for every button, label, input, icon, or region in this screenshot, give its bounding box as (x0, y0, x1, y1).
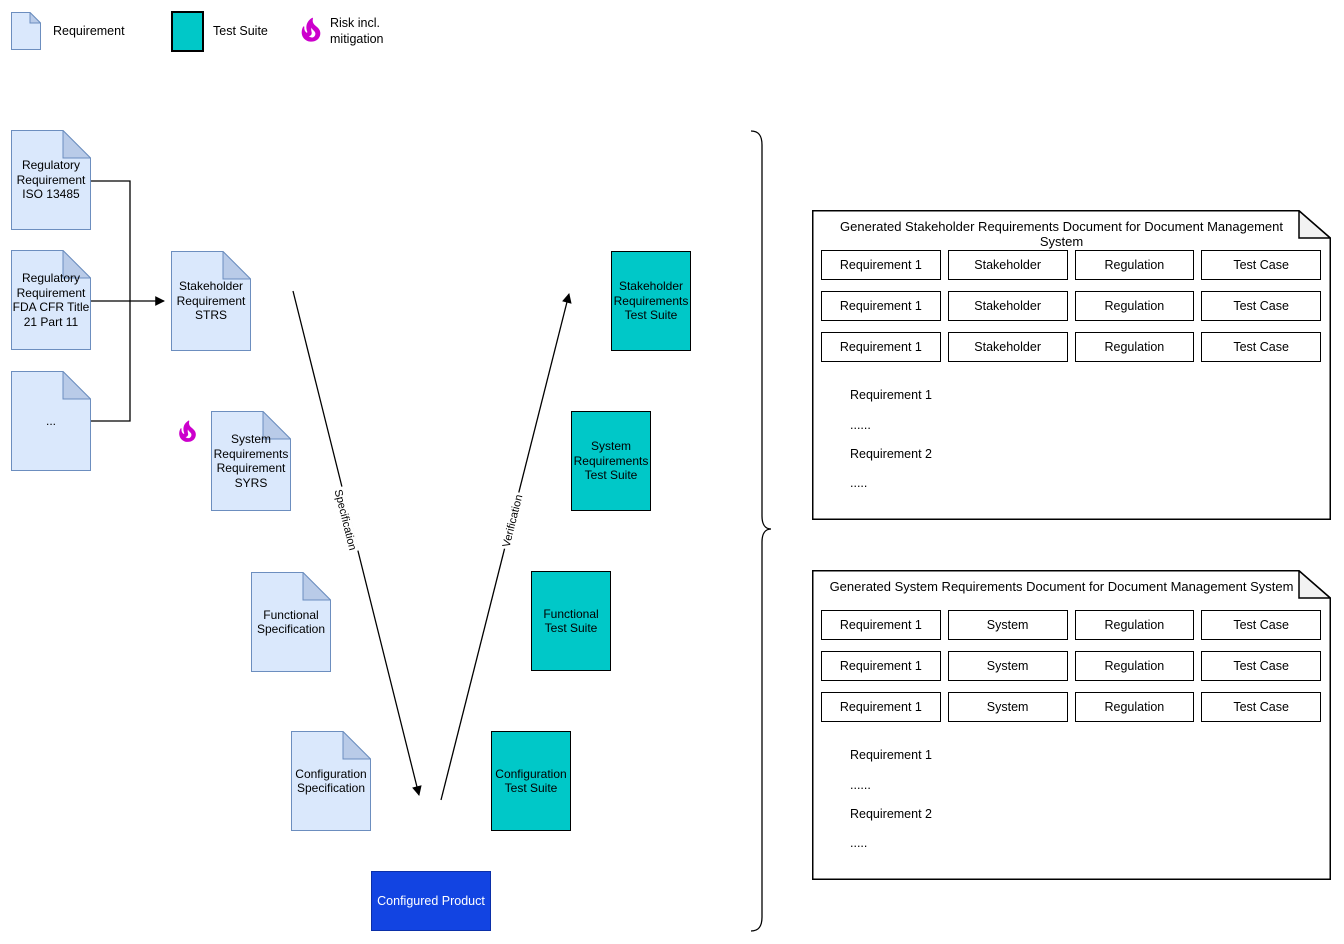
cell-test-case: Test Case (1201, 291, 1321, 321)
panel-title: Generated Stakeholder Requirements Docum… (840, 219, 1283, 249)
panel-generated-stakeholder-requirements: Generated Stakeholder Requirements Docum… (812, 210, 1331, 520)
doc-system-requirements-syrs: System Requirements Requirement SYRS (211, 411, 291, 511)
test-suite-system-requirements: System Requirements Test Suite (571, 411, 651, 511)
cell-regulation: Regulation (1074, 332, 1195, 362)
doc-label: Stakeholder Requirement STRS (176, 279, 246, 323)
body-line: ...... (850, 778, 871, 792)
cell-test-case: Test Case (1201, 651, 1321, 681)
doc-functional-specification: Functional Specification (251, 572, 331, 672)
cell-stakeholder: Stakeholder (947, 250, 1068, 280)
doc-stakeholder-requirement-strs: Stakeholder Requirement STRS (171, 251, 251, 351)
doc-configuration-specification: Configuration Specification (291, 731, 371, 831)
test-suite-functional: Functional Test Suite (531, 571, 611, 671)
body-line: Requirement 1 (850, 388, 932, 402)
cell-regulation: Regulation (1074, 651, 1195, 681)
cell-stakeholder: Stakeholder (947, 332, 1068, 362)
legend-risk-flame-icon (301, 17, 321, 42)
cell-regulation: Regulation (1074, 610, 1195, 640)
panel-title: Generated System Requirements Document f… (829, 579, 1294, 594)
cell-requirement: Requirement 1 (821, 651, 941, 681)
legend-test-suite-label: Test Suite (213, 24, 268, 38)
cell-requirement: Requirement 1 (821, 610, 941, 640)
body-line: Requirement 1 (850, 748, 932, 762)
risk-flame-icon-syrs (179, 420, 196, 442)
cell-regulation: Regulation (1074, 692, 1195, 722)
table-row: Requirement 1 System Regulation Test Cas… (821, 651, 1321, 681)
cell-system: System (947, 692, 1068, 722)
connector-regulatory-join (91, 180, 131, 422)
cell-requirement: Requirement 1 (821, 291, 941, 321)
cell-requirement: Requirement 1 (821, 692, 941, 722)
table-row: Requirement 1 Stakeholder Regulation Tes… (821, 250, 1321, 280)
body-line: ..... (850, 836, 868, 850)
cell-regulation: Regulation (1074, 250, 1195, 280)
body-line: ...... (850, 418, 871, 432)
cell-regulation: Regulation (1074, 291, 1195, 321)
table-row: Requirement 1 Stakeholder Regulation Tes… (821, 291, 1321, 321)
doc-label: Regulatory Requirement ISO 13485 (16, 158, 86, 202)
doc-regulatory-iso13485: Regulatory Requirement ISO 13485 (11, 130, 91, 230)
edge-label-specification: Specification (331, 486, 359, 554)
body-line: Requirement 2 (850, 447, 932, 461)
doc-label: Configuration Specification (295, 766, 367, 796)
test-suite-stakeholder-requirements: Stakeholder Requirements Test Suite (611, 251, 691, 351)
cell-test-case: Test Case (1201, 250, 1321, 280)
body-line: ..... (850, 476, 868, 490)
cell-test-case: Test Case (1201, 332, 1321, 362)
legend-requirement-icon (11, 12, 41, 50)
table-row: Requirement 1 Stakeholder Regulation Tes… (821, 332, 1321, 362)
cell-system: System (947, 610, 1068, 640)
doc-label: ... (45, 413, 56, 428)
panel-document-shape (812, 570, 1331, 880)
edge-label-verification: Verification (500, 491, 526, 551)
doc-regulatory-more: ... (11, 371, 91, 471)
legend-requirement-label: Requirement (53, 24, 125, 38)
doc-label: Functional Specification (256, 607, 326, 637)
panel-document-shape (812, 210, 1331, 520)
configured-product-box: Configured Product (371, 871, 491, 931)
panel-generated-system-requirements: Generated System Requirements Document f… (812, 570, 1331, 880)
doc-label: Regulatory Requirement FDA CFR Title 21 … (12, 271, 90, 329)
cell-requirement: Requirement 1 (821, 250, 941, 280)
cell-system: System (947, 651, 1068, 681)
table-row: Requirement 1 System Regulation Test Cas… (821, 610, 1321, 640)
cell-test-case: Test Case (1201, 610, 1321, 640)
legend-risk-label: Risk incl. mitigation (330, 16, 384, 46)
cell-requirement: Requirement 1 (821, 332, 941, 362)
doc-label: System Requirements Requirement SYRS (213, 432, 289, 490)
cell-test-case: Test Case (1201, 692, 1321, 722)
legend-test-suite-icon (171, 11, 204, 52)
cell-stakeholder: Stakeholder (947, 291, 1068, 321)
body-line: Requirement 2 (850, 807, 932, 821)
doc-regulatory-fda: Regulatory Requirement FDA CFR Title 21 … (11, 250, 91, 350)
curly-brace (750, 130, 772, 932)
test-suite-configuration: Configuration Test Suite (491, 731, 571, 831)
table-row: Requirement 1 System Regulation Test Cas… (821, 692, 1321, 722)
